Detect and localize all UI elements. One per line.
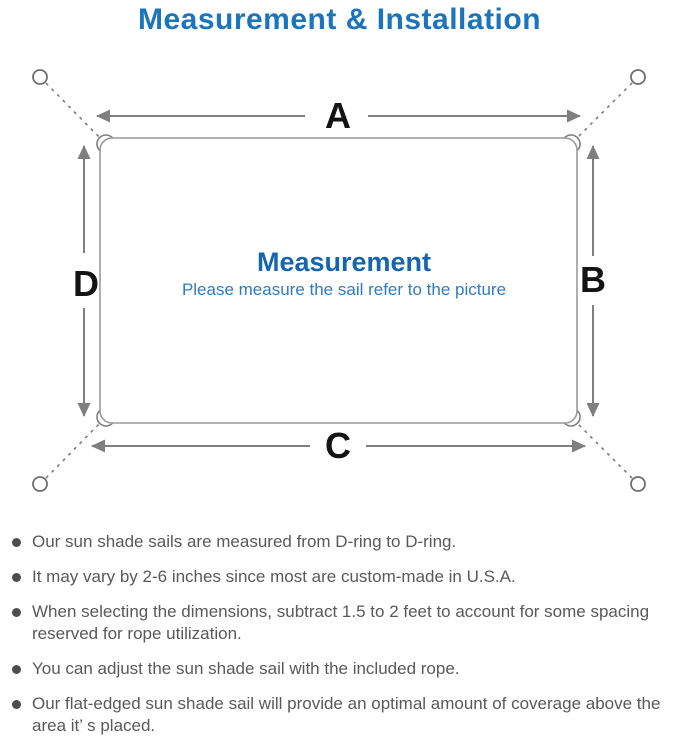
anchor-point-icon-top-right [630,69,646,85]
tie-line-top-right [574,82,633,141]
list-item: It may vary by 2-6 inches since most are… [8,566,671,588]
note-text: When selecting the dimensions, subtract … [32,602,650,643]
tie-line-bottom-right [574,420,633,479]
sail-outline [99,137,578,424]
tie-line-bottom-left [45,420,103,479]
dim-label-c: C [325,425,351,466]
bullet-dot-icon [12,608,21,617]
tie-line-top-left [45,82,103,141]
note-text: You can adjust the sun shade sail with t… [32,659,460,678]
list-item: Our sun shade sails are measured from D-… [8,531,671,553]
dim-label-b: B [580,259,606,300]
page-title: Measurement & Installation [137,3,542,36]
list-item: Our flat-edged sun shade sail will provi… [8,693,671,737]
bullet-dot-icon [12,538,21,547]
bullet-dot-icon [12,700,21,709]
note-text: Our sun shade sails are measured from D-… [32,532,457,551]
dim-label-a: A [325,95,351,136]
notes-list: Our sun shade sails are measured from D-… [0,531,679,737]
measurement-diagram: A C D B Measurement Please measure the s… [32,69,646,492]
bullet-dot-icon [12,665,21,674]
anchor-point-icon-top-left [32,69,48,85]
note-text: It may vary by 2-6 inches since most are… [32,567,516,586]
dim-label-d: D [73,263,99,304]
anchor-point-icon-bottom-right [630,476,646,492]
anchor-point-icon-bottom-left [32,476,48,492]
diagram-center-subtitle: Please measure the sail refer to the pic… [182,280,506,299]
list-item: You can adjust the sun shade sail with t… [8,658,671,680]
diagram-center-title: Measurement [257,247,431,277]
list-item: When selecting the dimensions, subtract … [8,601,671,645]
bullet-dot-icon [12,573,21,582]
note-text: Our flat-edged sun shade sail will provi… [32,694,661,735]
